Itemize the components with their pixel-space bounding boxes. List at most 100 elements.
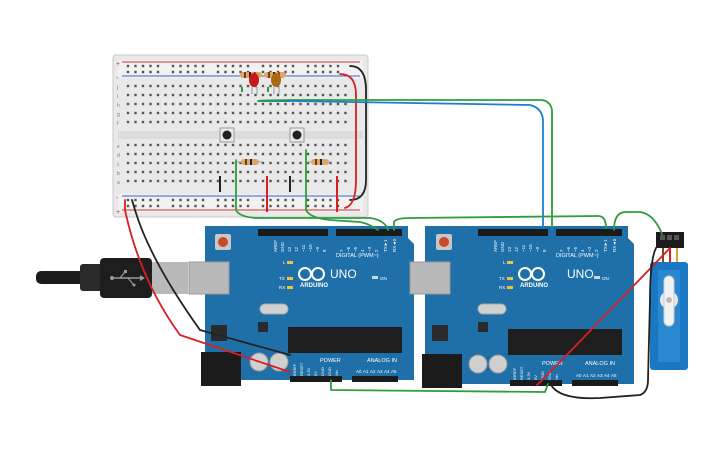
on-label: ON [380, 276, 387, 281]
wire-green-board-link [393, 215, 607, 231]
led-l-label: L [283, 260, 286, 265]
resistor-bottom-left[interactable] [236, 159, 262, 165]
wire-blue-led [289, 100, 544, 229]
svg-text:~3: ~3 [367, 246, 372, 252]
wires [124, 65, 671, 400]
svg-text:13: 13 [287, 246, 292, 252]
svg-text:8: 8 [542, 249, 547, 252]
arduino-uno-right[interactable]: AREF GND 13 12 ~11 ~10 ~9 8 7 ~6 ~5 4 ~3… [409, 226, 634, 388]
svg-text:4: 4 [360, 249, 365, 252]
pushbutton-left[interactable] [219, 127, 235, 143]
rail-plus-bottom: + [116, 209, 120, 216]
svg-text:AREF: AREF [273, 240, 278, 252]
svg-text:f: f [117, 121, 119, 127]
led-l-label: L [503, 260, 506, 265]
svg-text:2: 2 [374, 249, 379, 252]
svg-text:~11: ~11 [521, 244, 526, 252]
analog-label: ANALOG IN [367, 358, 397, 364]
svg-text:AREF: AREF [493, 240, 498, 252]
svg-text:3.3V: 3.3V [306, 367, 311, 376]
analog-pin-labels: A0 A1 A2 A3 A4 A5 [576, 373, 617, 378]
digital-pin-labels: AREF GND 13 12 ~11 ~10 ~9 8 7 ~6 ~5 4 ~3… [273, 238, 397, 252]
on-label: ON [602, 276, 609, 281]
svg-text:RX◄0: RX◄0 [612, 238, 617, 252]
wire-green-gnd-link [330, 379, 549, 393]
svg-text:~6: ~6 [566, 246, 571, 252]
usb-icon [110, 270, 145, 287]
rx-label: RX [279, 285, 285, 290]
svg-text:g: g [117, 112, 120, 118]
row-labels-bottom: e d c b a [117, 144, 120, 186]
svg-text:A0: A0 [356, 369, 362, 374]
servo-motor[interactable] [650, 232, 688, 370]
arduino-uno-left[interactable]: AREF GND 13 12 ~11 ~10 ~9 8 7 ~6 ~5 4 ~3… [188, 226, 414, 386]
svg-text:4: 4 [580, 249, 585, 252]
arduino-logo: ARDUINO [298, 267, 328, 289]
svg-text:d: d [117, 153, 120, 159]
svg-text:A1: A1 [363, 369, 369, 374]
reset-button[interactable] [218, 237, 228, 247]
svg-text:e: e [117, 144, 120, 150]
power-label: POWER [542, 361, 563, 367]
svg-text:RESET: RESET [519, 366, 524, 380]
wire-black-left [131, 199, 291, 356]
rail-minus-bottom: - [116, 195, 119, 202]
svg-text:GND: GND [500, 241, 505, 252]
digital-label: DIGITAL (PWM~) [556, 253, 599, 259]
rail-minus-top: - [116, 75, 119, 82]
svg-text:A3: A3 [597, 373, 603, 378]
arduino-logo: ARDUINO [518, 267, 548, 289]
svg-text:5V: 5V [533, 375, 538, 380]
svg-text:A3: A3 [377, 369, 383, 374]
wire-red-left [124, 199, 291, 373]
svg-text:~9: ~9 [315, 246, 320, 252]
usb-cable[interactable] [36, 258, 188, 298]
svg-text:12: 12 [514, 246, 519, 252]
svg-text:~9: ~9 [535, 246, 540, 252]
resistor-bottom-right[interactable] [306, 159, 332, 165]
svg-text:~5: ~5 [353, 246, 358, 252]
svg-text:~3: ~3 [587, 246, 592, 252]
reset-button[interactable] [439, 237, 449, 247]
svg-text:5V: 5V [313, 371, 318, 376]
led-red[interactable] [249, 73, 259, 94]
digital-pin-labels: AREF GND 13 12 ~11 ~10 ~9 8 7 ~6 ~5 4 ~3… [493, 238, 617, 252]
svg-text:13: 13 [507, 246, 512, 252]
svg-text:A5: A5 [611, 373, 617, 378]
svg-text:~10: ~10 [308, 244, 313, 252]
digital-label: DIGITAL (PWM~) [336, 253, 379, 259]
svg-text:j: j [116, 85, 118, 91]
tx-label: TX [279, 276, 285, 281]
svg-text:GND: GND [320, 367, 325, 376]
svg-text:2: 2 [594, 249, 599, 252]
svg-text:A5: A5 [391, 369, 397, 374]
svg-text:~10: ~10 [528, 244, 533, 252]
wire-green-servo [613, 211, 663, 235]
svg-text:7: 7 [559, 249, 564, 252]
svg-text:ARDUINO: ARDUINO [300, 283, 328, 289]
wire-red-servo [536, 247, 671, 386]
svg-text:8: 8 [322, 249, 327, 252]
analog-label: ANALOG IN [585, 361, 615, 367]
power-label: POWER [320, 358, 341, 364]
svg-text:3.3V: 3.3V [526, 371, 531, 380]
pushbutton-right[interactable] [289, 127, 305, 143]
wire-green-led1 [257, 99, 553, 229]
svg-text:~5: ~5 [573, 246, 578, 252]
svg-text:A4: A4 [604, 373, 610, 378]
row-labels-top: j i h g f [116, 85, 120, 127]
wire-black-servo [550, 247, 657, 400]
svg-text:GND: GND [280, 241, 285, 252]
svg-text:A2: A2 [590, 373, 596, 378]
svg-text:i: i [117, 94, 118, 100]
svg-text:A1: A1 [583, 373, 589, 378]
analog-pin-labels: A0 A1 A2 A3 A4 A5 [356, 369, 397, 374]
svg-text:RX◄0: RX◄0 [392, 238, 397, 252]
power-pin-labels: IOREF RESET 3.3V 5V GND GND Vin [512, 366, 559, 380]
svg-text:~11: ~11 [301, 244, 306, 252]
wire-green-btn2 [305, 149, 379, 231]
led-yellow[interactable] [271, 73, 281, 94]
breadboard[interactable]: + - - + j i h g f e d c b a [112, 54, 369, 218]
svg-text:IOREF: IOREF [512, 367, 517, 380]
